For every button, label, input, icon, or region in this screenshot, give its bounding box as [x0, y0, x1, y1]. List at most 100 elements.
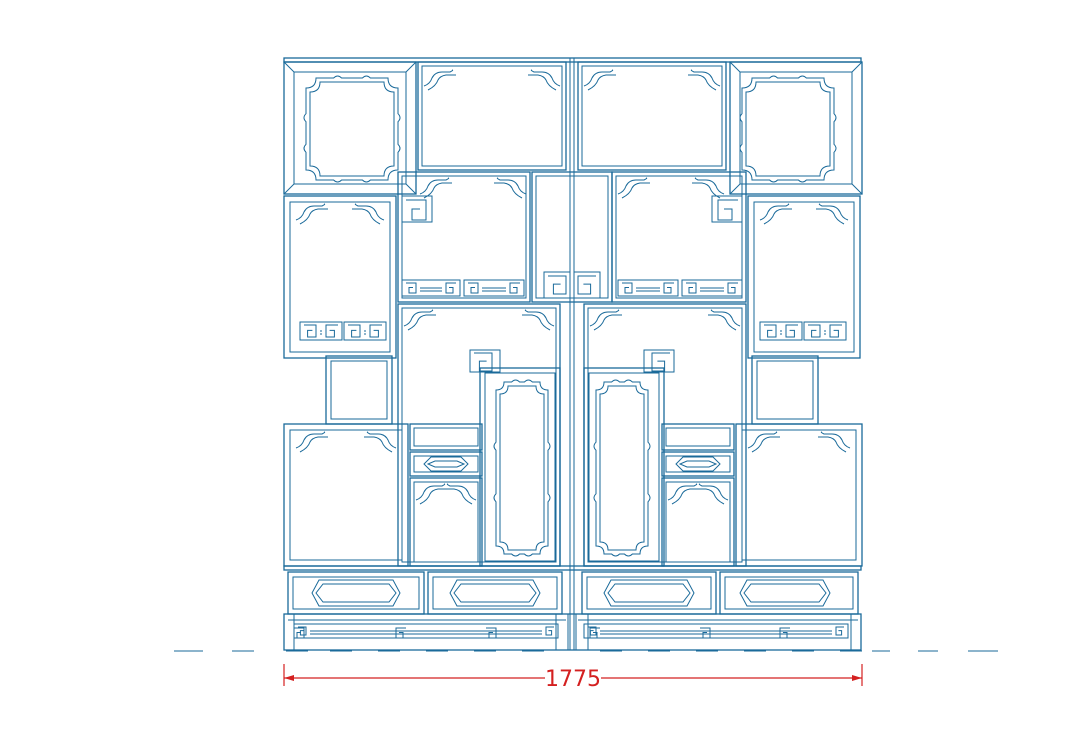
left-lower-box-spandrel-left-inner	[299, 436, 328, 453]
leg-left	[283, 613, 295, 651]
center-niche-fret	[548, 275, 567, 295]
leg-center-right	[575, 613, 589, 651]
left-small-drawer-pull-inner	[426, 460, 466, 468]
right-lower-box	[735, 423, 863, 567]
left-tall-door-panel	[493, 379, 551, 557]
lower-right-large-spandrel-left	[589, 309, 620, 327]
width-dimension: 1775	[283, 664, 863, 692]
bottom-drawer-2-panel	[449, 579, 541, 607]
right-small-slot	[751, 355, 819, 425]
lower-left-large-opening-inner	[401, 307, 557, 563]
right-tall-door-panel-inner	[599, 385, 645, 551]
leg-right	[850, 613, 862, 651]
top-center-left-box-inner	[421, 65, 563, 167]
top-right-box-inner	[739, 71, 853, 185]
upper-center-right-fret	[717, 199, 738, 221]
right-small-cupboard-spandrel-right	[698, 483, 729, 501]
top-center-right-box-inner	[581, 65, 723, 167]
lower-left-large-spandrel-right	[524, 309, 555, 327]
right-small-drawer	[661, 451, 735, 477]
upper-center-right-fret-band-1-fret	[622, 282, 633, 294]
right-tall-door-inner	[588, 372, 660, 562]
left-small-drawer-top	[409, 423, 483, 451]
upper-center-left-spandrel-right-inner	[494, 182, 523, 199]
leg-center-left	[555, 613, 569, 651]
base-fret-motif	[700, 627, 711, 639]
right-small-cupboard	[661, 477, 735, 567]
top-center-left-box	[417, 61, 567, 171]
upper-center-left-fret-band-1-fret	[406, 282, 417, 294]
base-fret-motif	[589, 627, 600, 639]
upper-center-right-spandrel-right	[694, 177, 725, 195]
base-fret-motif	[395, 627, 406, 639]
left-tall-door-fret	[474, 352, 493, 372]
right-mid-box-fret-2-fret	[829, 324, 842, 338]
right-mid-box-fret-2	[803, 321, 847, 341]
lower-right-large-spandrel-right-inner	[708, 314, 737, 331]
left-mid-box-fret-2-fret	[369, 324, 382, 338]
top-right-box	[729, 61, 863, 195]
upper-center-right-fret-band-1	[617, 279, 679, 297]
left-mid-box-spandrel-right-inner	[352, 208, 381, 225]
top-center-left-spandrel-left-inner	[427, 74, 456, 91]
right-mid-box-fret-1-fret	[764, 324, 777, 338]
right-mid-box-fret-1-fret	[785, 324, 798, 338]
top-left-box-panel	[303, 75, 401, 183]
upper-center-left-opening-inner	[401, 175, 527, 299]
lower-right-large-spandrel-right	[710, 309, 741, 327]
upper-center-right-opening-inner	[615, 175, 743, 299]
left-lower-box-spandrel-left	[295, 431, 326, 449]
bottom-drawer-3	[581, 571, 717, 615]
left-mid-box-spandrel-left	[295, 203, 326, 221]
right-small-cupboard-spandrel-left	[667, 483, 698, 501]
left-tall-door-fret-block	[469, 349, 501, 373]
left-mid-box-fret-1	[299, 321, 343, 341]
top-left-box-panel-inner	[309, 81, 395, 177]
upper-center-left-fret	[406, 199, 427, 221]
top-center-left-spandrel-right	[530, 69, 561, 87]
base-fret-motif	[486, 627, 497, 639]
bottom-drawer-3-inner	[586, 576, 712, 610]
right-tall-door-fret	[651, 352, 670, 372]
base-fret-right-fret	[835, 626, 844, 636]
top-right-box-miter	[729, 183, 741, 195]
right-lower-box-spandrel-right-inner	[818, 436, 847, 453]
upper-center-left-fret-band-2-fret	[468, 282, 479, 294]
right-small-cupboard-spandrel-left-inner	[671, 488, 700, 505]
top-right-box-miter	[729, 61, 741, 73]
base-fret-left-fret	[545, 626, 554, 636]
bottom-drawer-1-panel-inner	[315, 583, 397, 603]
lower-left-large-opening	[397, 303, 561, 567]
upper-center-right-spandrel-right-inner	[692, 182, 721, 199]
top-center-right-spandrel-left-inner	[587, 74, 616, 91]
top-left-box-miter	[283, 61, 295, 73]
lower-left-large-spandrel-left	[403, 309, 434, 327]
left-small-drawer-top-inner	[413, 427, 479, 447]
upper-center-left-fret-band-2-fret	[509, 282, 520, 294]
right-mid-box-spandrel-right	[818, 203, 849, 221]
right-small-slot-inner	[756, 360, 814, 420]
top-left-box-inner	[293, 71, 407, 185]
lower-right-large-opening	[583, 303, 747, 567]
upper-center-right-spandrel-left-inner	[621, 182, 650, 199]
left-lower-box	[283, 423, 409, 567]
upper-center-left-fret-block	[401, 195, 433, 223]
top-right-box-panel	[739, 75, 837, 183]
right-small-drawer-pull	[675, 456, 721, 472]
dimension-arrow-right	[852, 675, 862, 681]
right-mid-box-spandrel-left-inner	[763, 208, 792, 225]
center-niche-fret	[577, 275, 596, 295]
lower-right-large-spandrel-left-inner	[593, 314, 622, 331]
bottom-drawer-4	[719, 571, 859, 615]
right-mid-box	[747, 195, 861, 359]
left-small-cupboard-spandrel-right-inner	[444, 488, 473, 505]
upper-center-left-fret-band-1-fret	[445, 282, 456, 294]
top-right-box-miter	[851, 61, 863, 73]
bottom-drawer-3-panel-inner	[607, 583, 691, 603]
cabinet-outline	[283, 57, 863, 651]
top-center-left-spandrel-right-inner	[528, 74, 557, 91]
base-fret-left-fret	[298, 626, 307, 636]
right-lower-box-spandrel-right	[820, 431, 851, 449]
right-small-drawer-top-inner	[665, 427, 731, 447]
top-right-box-panel-inner	[745, 81, 831, 177]
